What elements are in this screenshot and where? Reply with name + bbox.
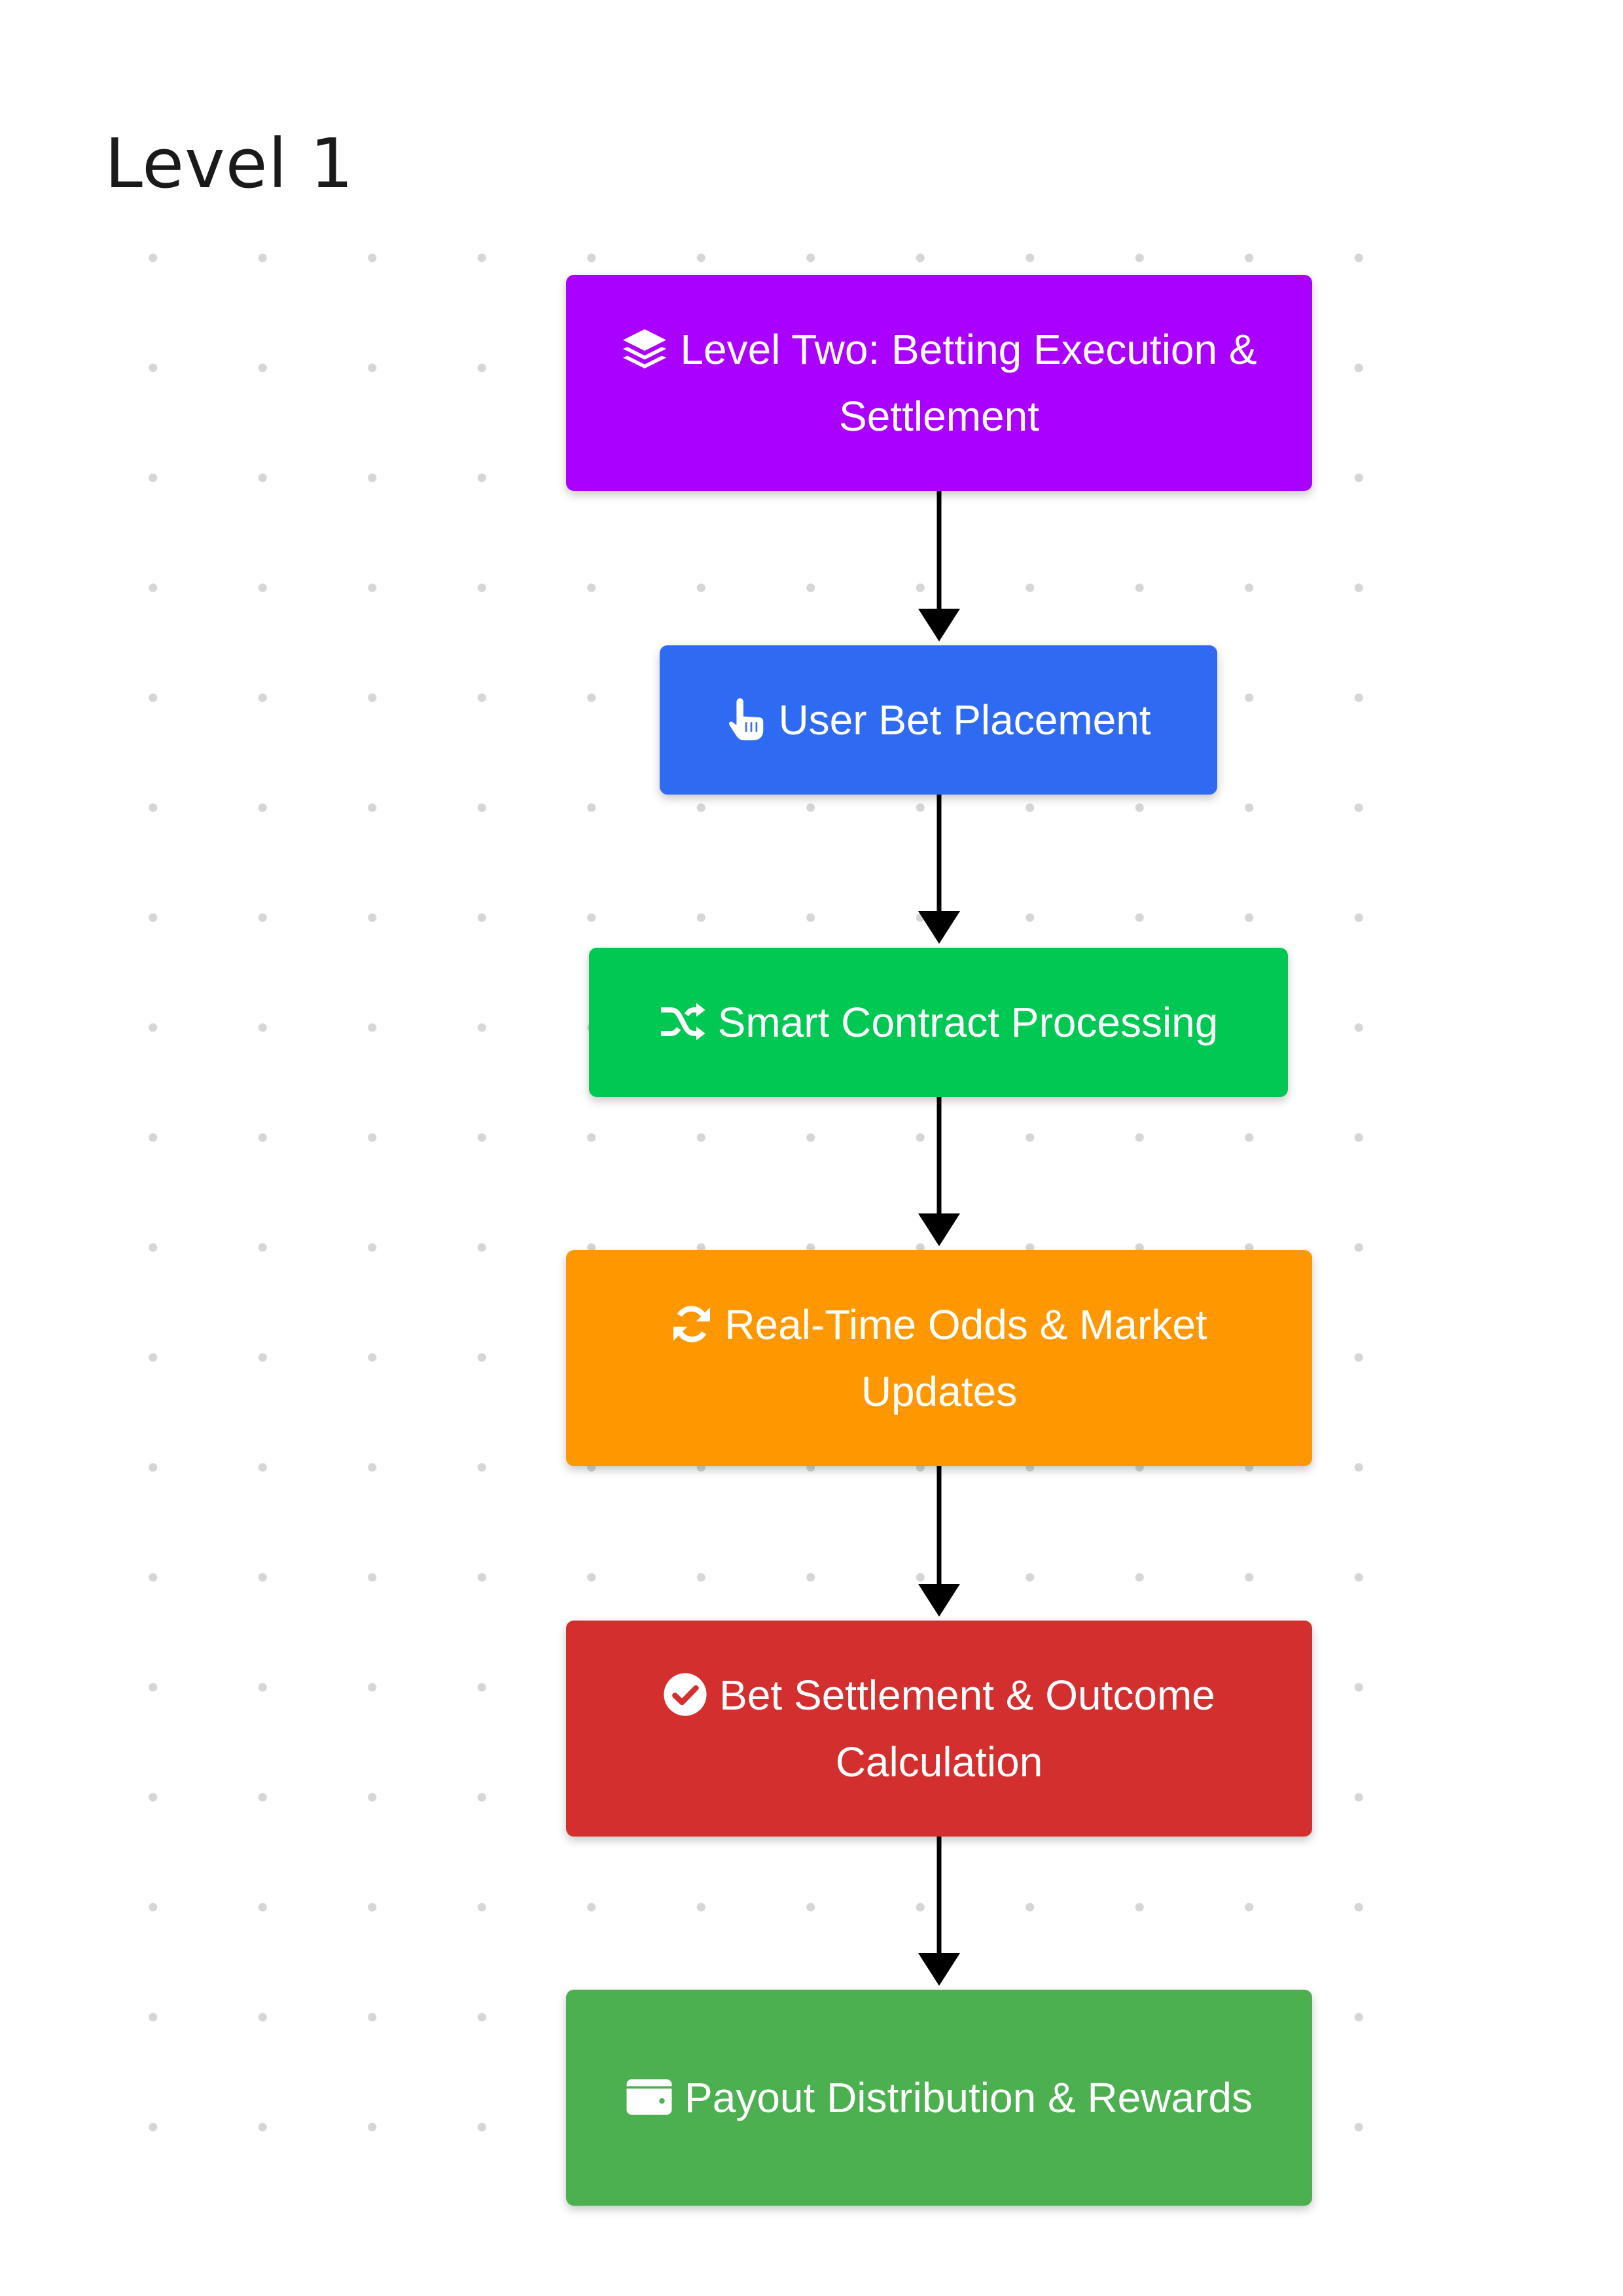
node-label: Bet Settlement & Outcome Calculation bbox=[719, 1672, 1215, 1785]
node-label: Level Two: Betting Execution & Settlemen… bbox=[680, 326, 1257, 440]
arrow-head bbox=[918, 1213, 960, 1246]
arrow-head bbox=[918, 1953, 960, 1986]
refresh-icon bbox=[671, 1303, 713, 1345]
shuffle-icon bbox=[659, 1002, 706, 1041]
check-circle-icon bbox=[663, 1672, 707, 1717]
arrow-head bbox=[918, 609, 960, 641]
node-level-two[interactable]: Level Two: Betting Execution & Settlemen… bbox=[566, 275, 1312, 491]
node-odds-updates[interactable]: Real-Time Odds & Market Updates bbox=[566, 1250, 1312, 1466]
arrow-head bbox=[918, 911, 960, 944]
node-settlement[interactable]: Bet Settlement & Outcome Calculation bbox=[566, 1621, 1312, 1837]
arrow-head bbox=[918, 1584, 960, 1617]
layers-icon bbox=[621, 327, 668, 370]
hand-pointer-icon bbox=[726, 696, 766, 742]
node-label: User Bet Placement bbox=[778, 696, 1151, 744]
node-label: Smart Contract Processing bbox=[717, 999, 1219, 1046]
node-smart-contract[interactable]: Smart Contract Processing bbox=[589, 948, 1288, 1097]
dot-grid-background bbox=[98, 203, 1446, 2206]
node-label: Real-Time Odds & Market Updates bbox=[724, 1301, 1207, 1415]
node-payout[interactable]: Payout Distribution & Rewards bbox=[566, 1990, 1312, 2206]
node-user-bet[interactable]: User Bet Placement bbox=[660, 645, 1217, 795]
node-label: Payout Distribution & Rewards bbox=[685, 2074, 1253, 2121]
page-title: Level 1 bbox=[105, 124, 354, 204]
wallet-icon bbox=[626, 2077, 673, 2117]
